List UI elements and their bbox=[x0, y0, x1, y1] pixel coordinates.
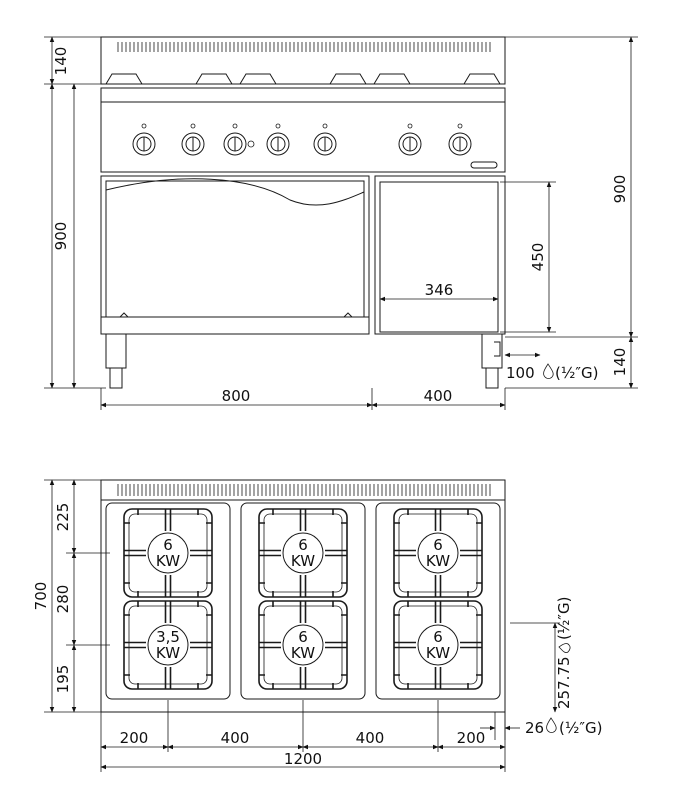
front-view: 140 900 900 140 450 346 100 (½″G) bbox=[44, 36, 638, 410]
gas-drop-icon bbox=[558, 643, 571, 654]
dim-top-row-mid: 280 bbox=[54, 585, 72, 614]
dim-cabinet-width: 400 bbox=[424, 387, 453, 405]
burner-power: 6 bbox=[298, 536, 308, 554]
burner-unit: KW bbox=[156, 552, 180, 570]
dim-front-top-height: 140 bbox=[52, 47, 70, 76]
burner: 6KW bbox=[258, 600, 348, 690]
dim-front-legs-height: 140 bbox=[611, 348, 629, 377]
dim-offset-left: 200 bbox=[120, 729, 149, 747]
pan-supports bbox=[101, 73, 505, 85]
burner-power: 6 bbox=[298, 628, 308, 646]
burner-unit: KW bbox=[426, 644, 450, 662]
oven-door bbox=[100, 175, 370, 335]
dim-offset-right: 200 bbox=[457, 729, 486, 747]
dim-top-depth-total: 700 bbox=[32, 582, 50, 611]
gas-drop-icon bbox=[543, 363, 554, 379]
front-left-dimensions: 140 900 bbox=[44, 36, 106, 389]
burner: 6KW bbox=[393, 508, 483, 598]
dim-gas-connection: 100 bbox=[506, 364, 535, 382]
knob bbox=[132, 123, 156, 156]
burner: 3,5KW bbox=[123, 600, 213, 690]
knob bbox=[398, 123, 422, 156]
dim-gas-thread: (½″G) bbox=[555, 364, 598, 382]
backsplash-vents bbox=[117, 42, 491, 52]
burner-unit: KW bbox=[291, 552, 315, 570]
nameplate bbox=[470, 161, 498, 169]
knob bbox=[223, 123, 255, 156]
top-vents bbox=[117, 484, 491, 496]
dim-width-total: 1200 bbox=[284, 750, 322, 768]
knob bbox=[313, 123, 337, 156]
burner-unit: KW bbox=[156, 644, 180, 662]
knob bbox=[266, 123, 290, 156]
burner-power: 6 bbox=[433, 536, 443, 554]
knob bbox=[448, 123, 472, 156]
dim-top-row-back: 195 bbox=[54, 665, 72, 694]
dim-gas-back-thread: (½″G) bbox=[559, 719, 602, 737]
burner-power: 6 bbox=[433, 628, 443, 646]
dim-spacing-1: 400 bbox=[221, 729, 250, 747]
front-bottom-dimensions: 800 400 bbox=[100, 387, 506, 410]
burner: 6KW bbox=[258, 508, 348, 598]
dim-gas-side-thread: (½″G) bbox=[555, 597, 573, 640]
top-right-dimensions: 257.75 (½″G) 26 (½″G) bbox=[480, 597, 602, 740]
dim-top-row-front: 225 bbox=[54, 503, 72, 532]
top-bottom-dimensions: 200 400 400 200 1200 bbox=[100, 700, 506, 772]
burner-power: 3,5 bbox=[156, 628, 180, 646]
dim-gas-back: 26 bbox=[525, 719, 544, 737]
dim-front-total-height: 900 bbox=[611, 175, 629, 204]
burner-unit: KW bbox=[426, 552, 450, 570]
burner: 6KW bbox=[393, 600, 483, 690]
burner-unit: KW bbox=[291, 644, 315, 662]
legs bbox=[105, 333, 503, 389]
burner: 6KW bbox=[123, 508, 213, 598]
dim-door-width: 346 bbox=[425, 281, 454, 299]
dim-door-height: 450 bbox=[529, 243, 547, 272]
dim-gas-side: 257.75 bbox=[555, 657, 573, 710]
top-left-dimensions: 700 225 280 195 bbox=[32, 479, 110, 713]
knob bbox=[181, 123, 205, 156]
front-right-dimensions: 900 140 450 346 100 (½″G) bbox=[379, 36, 638, 389]
dim-front-body-height: 900 bbox=[52, 222, 70, 251]
gas-drop-icon bbox=[546, 717, 557, 733]
dim-spacing-2: 400 bbox=[356, 729, 385, 747]
dim-oven-width: 800 bbox=[222, 387, 251, 405]
control-knobs bbox=[132, 123, 498, 169]
cabinet-door bbox=[374, 175, 506, 335]
burner-power: 6 bbox=[163, 536, 173, 554]
